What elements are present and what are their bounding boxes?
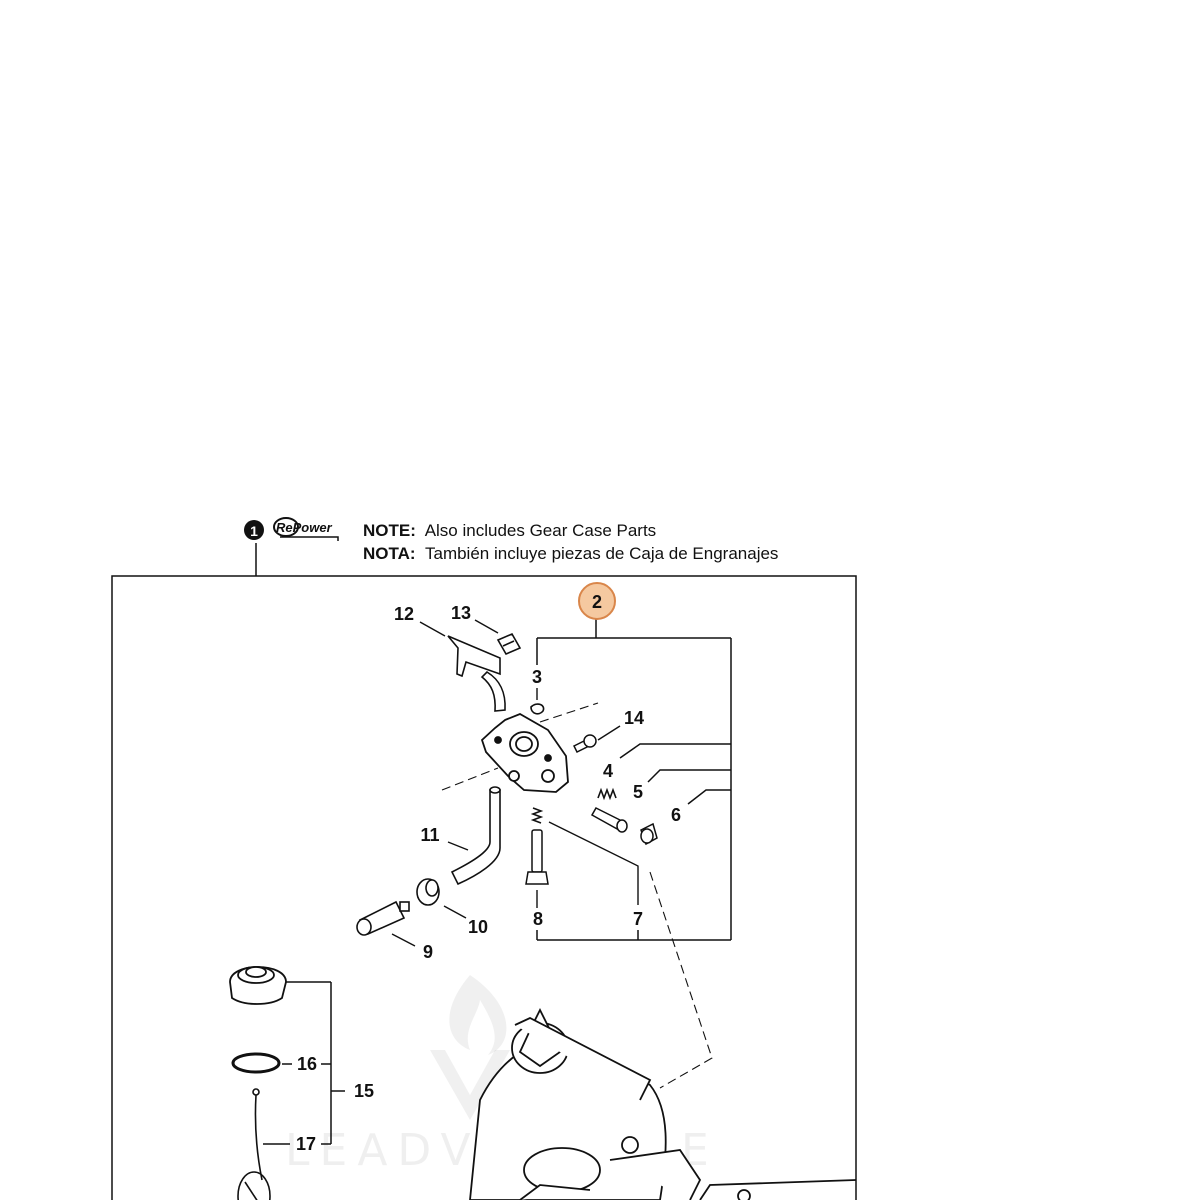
callout-10: 10 xyxy=(468,917,488,937)
header: 1 RePower NOTE: Also includes Gear Case … xyxy=(244,517,778,563)
leader-lines xyxy=(391,619,639,947)
callout-12: 12 xyxy=(394,604,414,624)
group-number: 1 xyxy=(250,523,258,539)
note-en-label: NOTE: xyxy=(363,521,416,540)
part-5-pin xyxy=(590,807,628,833)
part-12-oil-tube xyxy=(447,635,506,712)
reference-lines xyxy=(441,702,713,1089)
callout-15: 15 xyxy=(354,1081,374,1101)
callout-6: 6 xyxy=(671,805,681,825)
note-es-label: NOTA: xyxy=(363,544,416,563)
callout-2-badge: 2 xyxy=(578,582,616,620)
callout-11: 11 xyxy=(420,825,439,845)
part-14-screw xyxy=(572,734,597,754)
group-box xyxy=(111,543,857,1200)
callout-2: 2 xyxy=(592,592,602,612)
part-8-plunger xyxy=(525,829,549,885)
part-10-grommet xyxy=(416,878,440,906)
note-es-text: También incluye piezas de Caja de Engran… xyxy=(425,544,778,563)
callout-7: 7 xyxy=(633,909,643,929)
part-pump-body xyxy=(480,713,569,793)
group-number-badge xyxy=(244,520,264,540)
callout-8: 8 xyxy=(533,909,543,929)
callout-5: 5 xyxy=(633,782,643,802)
callout-9: 9 xyxy=(423,942,433,962)
assembly-2-bracket xyxy=(536,617,732,941)
callout-13: 13 xyxy=(451,603,471,623)
callout-17: 17 xyxy=(296,1134,316,1154)
item-15-bracket xyxy=(263,981,345,1145)
repower-logo-icon: RePower xyxy=(273,517,339,541)
note-english: NOTE: Also includes Gear Case Parts xyxy=(363,521,656,540)
note-spanish: NOTA: También incluye piezas de Caja de … xyxy=(363,544,778,563)
callout-3: 3 xyxy=(532,667,542,687)
note-en-text: Also includes Gear Case Parts xyxy=(425,521,657,540)
callout-16: 16 xyxy=(297,1054,317,1074)
callout-14: 14 xyxy=(624,708,644,728)
part-9-oil-filter xyxy=(356,900,410,936)
brand-logo-text: RePower xyxy=(276,520,333,535)
watermark-v-icon xyxy=(430,1050,510,1120)
part-13-filter-pad xyxy=(496,632,522,656)
part-17-cap xyxy=(229,966,287,1005)
part-gear-case xyxy=(469,1007,857,1200)
part-17-strap xyxy=(237,1088,271,1200)
part-3-clip xyxy=(530,703,545,715)
part-4-spring xyxy=(597,787,617,801)
part-11-hose xyxy=(450,786,501,886)
part-pump-spring xyxy=(530,807,544,824)
part-16-o-ring xyxy=(231,1052,281,1074)
callout-4: 4 xyxy=(603,761,613,781)
watermark-flame-icon xyxy=(449,975,507,1055)
part-6-cap xyxy=(640,822,658,846)
callouts: 12 13 3 14 4 5 6 11 8 7 10 9 16 15 17 xyxy=(296,603,681,1154)
